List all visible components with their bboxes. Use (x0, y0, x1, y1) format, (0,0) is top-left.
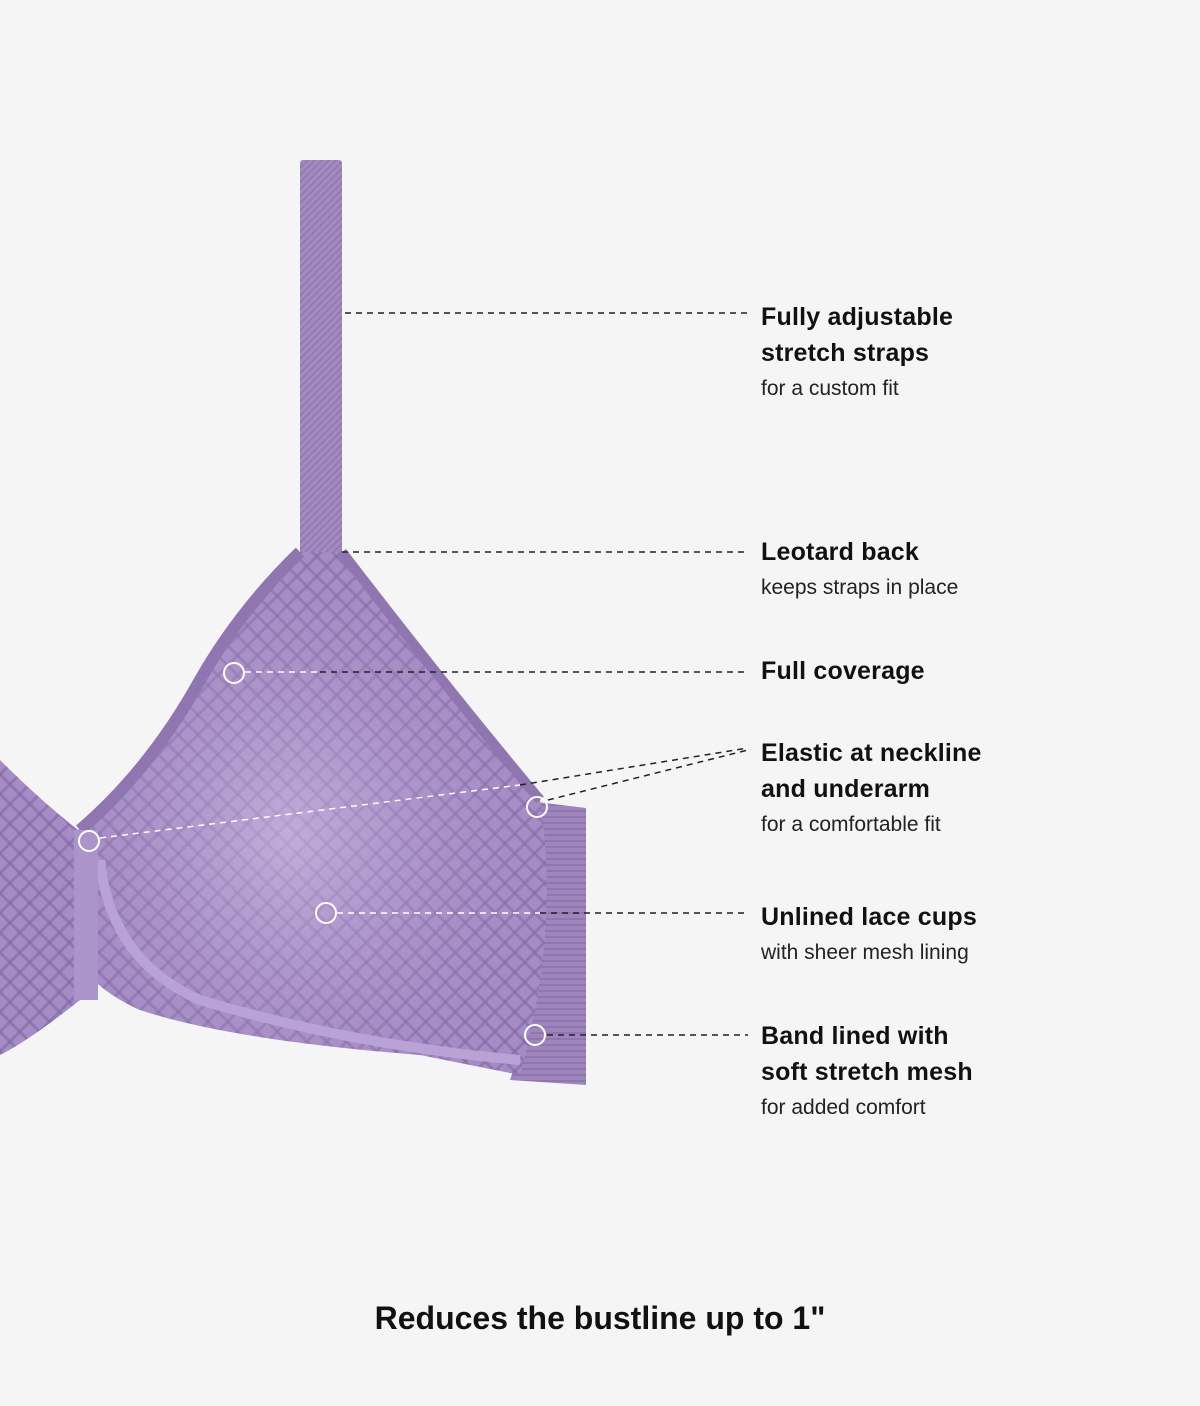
feature-title: Band lined with soft stretch mesh (761, 1022, 973, 1086)
feature-cups: Unlined lace cups with sheer mesh lining (761, 899, 1181, 968)
leader-elastic-b (519, 747, 749, 786)
feature-title: Fully adjustable stretch straps (761, 303, 954, 367)
leader-lines (99, 312, 749, 1036)
marker-coverage (223, 662, 245, 684)
feature-elastic: Elastic at neckline and underarm for a c… (761, 735, 1181, 840)
center-gore (74, 830, 98, 1000)
marker-underarm (526, 796, 548, 818)
strap (300, 160, 342, 555)
feature-subtitle: for a custom fit (761, 377, 899, 400)
footer-claim: Reduces the bustline up to 1" (374, 1300, 826, 1336)
leader-elastic-c (547, 749, 749, 801)
feature-subtitle: keeps straps in place (761, 576, 959, 599)
feature-title: Unlined lace cups (761, 903, 977, 931)
neckline-elastic (76, 547, 305, 835)
feature-leotard: Leotard back keeps straps in place (761, 534, 1181, 603)
marker-band (524, 1024, 546, 1046)
underwire-seam (95, 859, 521, 1065)
feature-straps: Fully adjustable stretch straps for a cu… (761, 299, 1181, 404)
feature-title: Full coverage (761, 657, 925, 685)
feature-coverage: Full coverage (761, 653, 1181, 689)
leader-elastic-a (99, 784, 521, 839)
left-cup-edge (0, 760, 80, 1055)
marker-cups (315, 902, 337, 924)
marker-center-gore (78, 830, 100, 852)
feature-title: Elastic at neckline and underarm (761, 739, 982, 803)
feature-subtitle: for a comfortable fit (761, 813, 941, 836)
feature-subtitle: with sheer mesh lining (761, 941, 969, 964)
feature-band: Band lined with soft stretch mesh for ad… (761, 1018, 1181, 1123)
hotspot-markers (78, 662, 548, 1046)
feature-title: Leotard back (761, 538, 920, 566)
feature-subtitle: for added comfort (761, 1096, 926, 1119)
